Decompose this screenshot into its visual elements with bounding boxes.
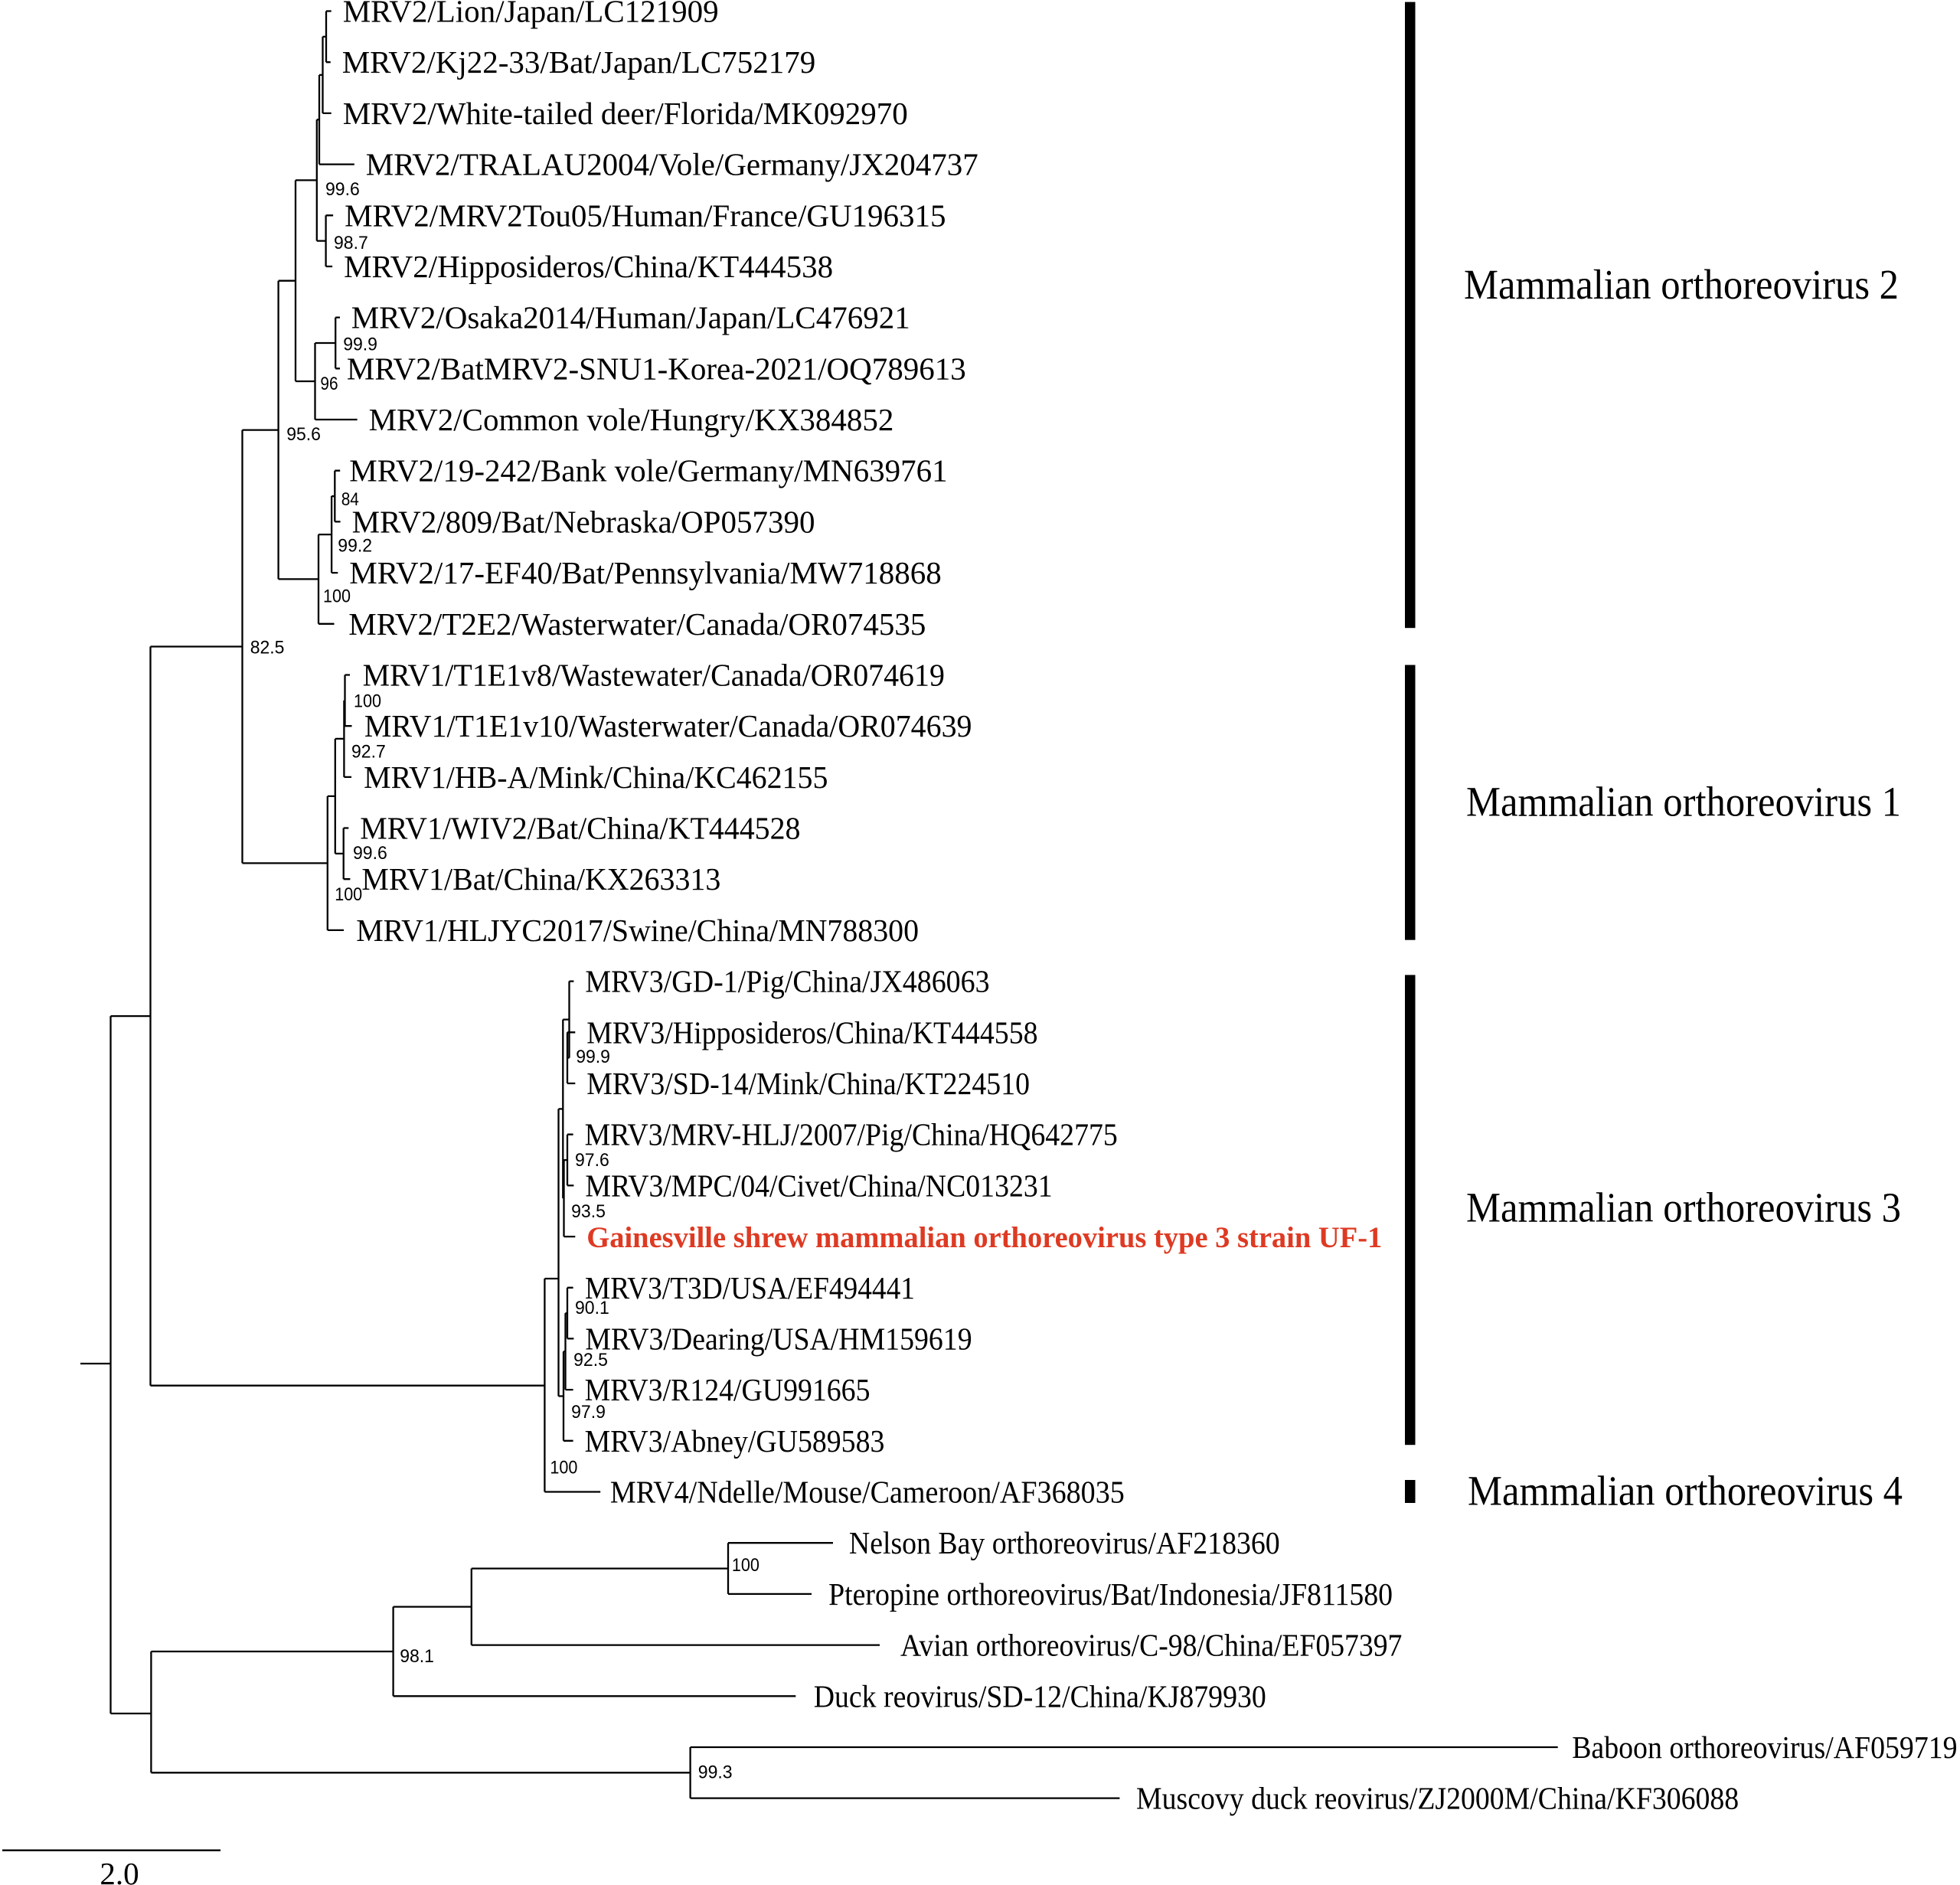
svg-text:93.5: 93.5: [571, 1201, 606, 1222]
svg-text:MRV2/Common vole/Hungry/KX3848: MRV2/Common vole/Hungry/KX384852: [369, 402, 894, 437]
svg-text:Avian orthoreovirus/C-98/China: Avian orthoreovirus/C-98/China/EF057397: [900, 1628, 1402, 1663]
svg-text:82.5: 82.5: [250, 638, 285, 658]
svg-text:MRV2/BatMRV2-SNU1-Korea-2021/O: MRV2/BatMRV2-SNU1-Korea-2021/OQ789613: [347, 351, 966, 386]
svg-text:MRV2/17-EF40/Bat/Pennsylvania/: MRV2/17-EF40/Bat/Pennsylvania/MW718868: [349, 555, 941, 590]
svg-text:97.9: 97.9: [571, 1402, 606, 1423]
svg-text:MRV3/MPC/04/Civet/China/NC0132: MRV3/MPC/04/Civet/China/NC013231: [585, 1168, 1052, 1203]
svg-text:2.0: 2.0: [100, 1856, 139, 1885]
svg-text:MRV3/Abney/GU589583: MRV3/Abney/GU589583: [585, 1423, 885, 1459]
svg-text:92.7: 92.7: [351, 742, 386, 763]
svg-text:97.6: 97.6: [575, 1150, 609, 1171]
svg-text:100: 100: [354, 691, 381, 712]
svg-text:MRV3/Dearing/USA/HM159619: MRV3/Dearing/USA/HM159619: [585, 1321, 972, 1356]
svg-text:MRV2/Kj22-33/Bat/Japan/LC75217: MRV2/Kj22-33/Bat/Japan/LC752179: [342, 44, 816, 80]
svg-text:Duck reovirus/SD-12/China/KJ87: Duck reovirus/SD-12/China/KJ879930: [814, 1678, 1266, 1713]
svg-text:MRV2/White-tailed deer/Florida: MRV2/White-tailed deer/Florida/MK092970: [343, 96, 908, 131]
svg-text:MRV2/Hipposideros/China/KT4445: MRV2/Hipposideros/China/KT444538: [344, 249, 833, 284]
svg-text:MRV1/T1E1v8/Wastewater/Canada/: MRV1/T1E1v8/Wastewater/Canada/OR074619: [363, 658, 945, 693]
svg-text:MRV2/Osaka2014/Human/Japan/LC4: MRV2/Osaka2014/Human/Japan/LC476921: [351, 300, 910, 335]
svg-text:MRV1/Bat/China/KX263313: MRV1/Bat/China/KX263313: [361, 861, 720, 897]
svg-text:MRV1/HB-A/Mink/China/KC462155: MRV1/HB-A/Mink/China/KC462155: [364, 760, 828, 795]
svg-text:99.6: 99.6: [325, 179, 360, 200]
svg-text:100: 100: [732, 1555, 760, 1576]
svg-text:100: 100: [323, 586, 351, 607]
svg-text:99.3: 99.3: [698, 1762, 733, 1783]
svg-text:Baboon orthoreovirus/AF059719: Baboon orthoreovirus/AF059719: [1572, 1730, 1957, 1765]
svg-text:MRV2/MRV2Tou05/Human/France/GU: MRV2/MRV2Tou05/Human/France/GU196315: [345, 198, 946, 233]
svg-text:Gainesville shrew mammalian or: Gainesville shrew mammalian orthoreoviru…: [586, 1221, 1382, 1254]
svg-text:Mammalian orthoreovirus 4: Mammalian orthoreovirus 4: [1468, 1468, 1903, 1514]
svg-text:Nelson Bay orthoreovirus/AF218: Nelson Bay orthoreovirus/AF218360: [849, 1525, 1280, 1560]
svg-text:Pteropine orthoreovirus/Bat/In: Pteropine orthoreovirus/Bat/Indonesia/JF…: [828, 1576, 1393, 1612]
svg-text:99.2: 99.2: [338, 535, 372, 556]
svg-text:Mammalian orthoreovirus 3: Mammalian orthoreovirus 3: [1466, 1184, 1901, 1230]
svg-text:90.1: 90.1: [575, 1298, 609, 1318]
svg-text:MRV3/Hipposideros/China/KT4445: MRV3/Hipposideros/China/KT444558: [586, 1014, 1037, 1050]
svg-text:MRV2/19-242/Bank vole/Germany/: MRV2/19-242/Bank vole/Germany/MN639761: [349, 453, 947, 488]
svg-text:99.6: 99.6: [353, 843, 387, 864]
svg-text:100: 100: [335, 884, 362, 905]
svg-text:MRV3/GD-1/Pig/China/JX486063: MRV3/GD-1/Pig/China/JX486063: [585, 964, 989, 999]
svg-text:MRV2/TRALAU2004/Vole/Germany/J: MRV2/TRALAU2004/Vole/Germany/JX204737: [366, 147, 978, 182]
svg-text:Mammalian orthoreovirus 1: Mammalian orthoreovirus 1: [1466, 779, 1901, 825]
svg-text:Muscovy duck reovirus/ZJ2000M/: Muscovy duck reovirus/ZJ2000M/China/KF30…: [1136, 1781, 1739, 1816]
svg-text:MRV2/Lion/Japan/LC121909: MRV2/Lion/Japan/LC121909: [343, 0, 719, 29]
svg-text:MRV3/R124/GU991665: MRV3/R124/GU991665: [585, 1372, 871, 1407]
svg-text:100: 100: [550, 1458, 577, 1478]
svg-text:99.9: 99.9: [343, 335, 377, 355]
svg-text:98.7: 98.7: [334, 233, 368, 253]
svg-text:MRV1/WIV2/Bat/China/KT444528: MRV1/WIV2/Bat/China/KT444528: [360, 811, 800, 846]
svg-text:98.1: 98.1: [400, 1646, 434, 1667]
svg-text:MRV2/809/Bat/Nebraska/OP057390: MRV2/809/Bat/Nebraska/OP057390: [352, 504, 815, 539]
svg-text:MRV3/SD-14/Mink/China/KT224510: MRV3/SD-14/Mink/China/KT224510: [586, 1066, 1030, 1101]
svg-text:MRV1/T1E1v10/Wasterwater/Canad: MRV1/T1E1v10/Wasterwater/Canada/OR074639: [364, 708, 972, 743]
svg-text:92.5: 92.5: [573, 1350, 608, 1370]
svg-text:MRV1/HLJYC2017/Swine/China/MN7: MRV1/HLJYC2017/Swine/China/MN788300: [356, 913, 919, 948]
svg-text:MRV3/T3D/USA/EF494441: MRV3/T3D/USA/EF494441: [585, 1270, 915, 1305]
svg-text:95.6: 95.6: [286, 424, 321, 445]
svg-text:99.9: 99.9: [576, 1047, 610, 1067]
svg-text:96: 96: [320, 374, 338, 394]
svg-text:Mammalian orthoreovirus 2: Mammalian orthoreovirus 2: [1464, 261, 1899, 308]
svg-text:MRV2/T2E2/Wasterwater/Canada/O: MRV2/T2E2/Wasterwater/Canada/OR074535: [348, 606, 926, 642]
svg-text:MRV4/Ndelle/Mouse/Cameroon/AF3: MRV4/Ndelle/Mouse/Cameroon/AF368035: [610, 1475, 1125, 1510]
svg-text:MRV3/MRV-HLJ/2007/Pig/China/HQ: MRV3/MRV-HLJ/2007/Pig/China/HQ642775: [585, 1117, 1118, 1152]
svg-text:84: 84: [341, 489, 359, 510]
